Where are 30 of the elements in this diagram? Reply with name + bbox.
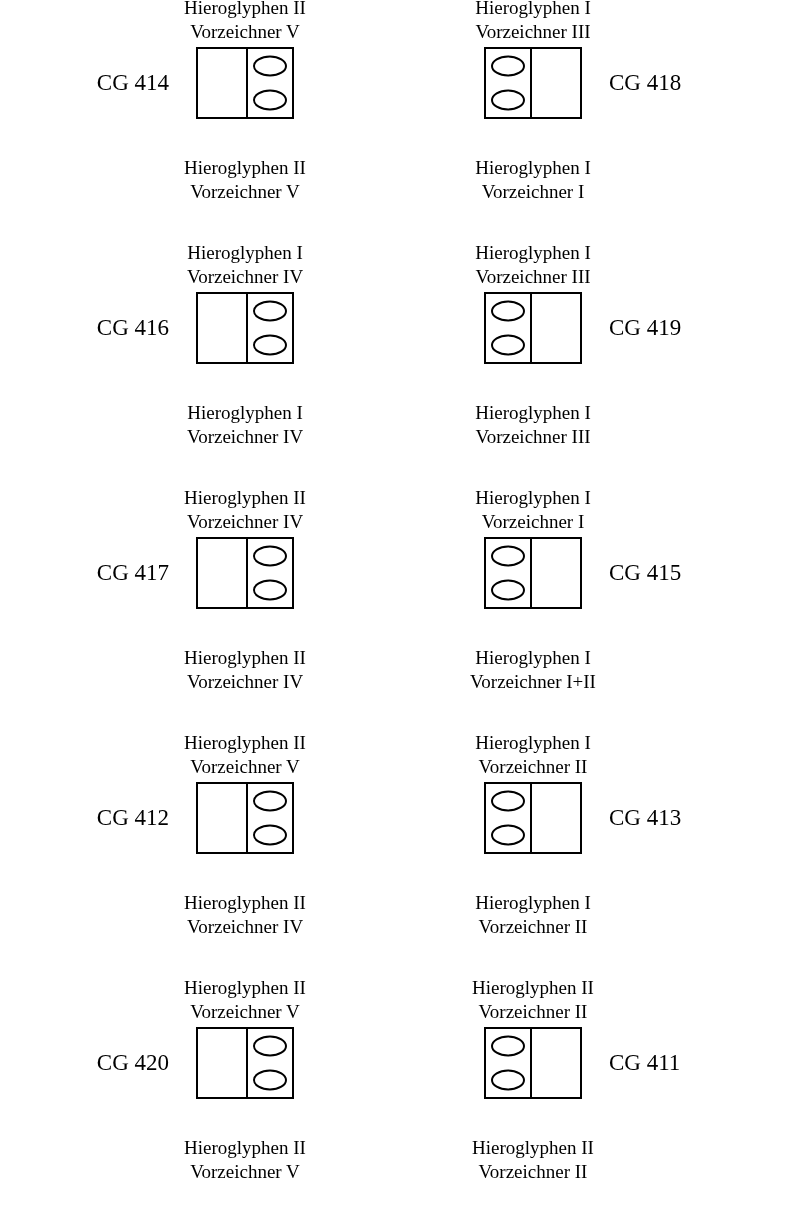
catalogue-number: CG 412 — [96, 804, 169, 832]
catalogue-number: CG 414 — [96, 69, 169, 97]
upper-caption: Hieroglyphen II Vorzeichner V — [183, 0, 307, 44]
lower-caption: Hieroglyphen II Vorzeichner V — [183, 1136, 307, 1184]
lower-caption: Hieroglyphen II Vorzeichner IV — [183, 646, 307, 694]
catalogue-number: CG 415 — [609, 559, 682, 587]
lower-caption: Hieroglyphen I Vorzeichner I — [474, 156, 592, 204]
catalogue-number: CG 413 — [609, 804, 682, 832]
lower-caption: Hieroglyphen I Vorzeichner IV — [185, 401, 305, 449]
upper-caption: Hieroglyphen I Vorzeichner II — [474, 731, 592, 779]
upper-caption: Hieroglyphen II Vorzeichner IV — [183, 486, 307, 534]
upper-caption: Hieroglyphen I Vorzeichner I — [474, 486, 592, 534]
catalogue-number: CG 419 — [609, 314, 682, 342]
upper-caption: Hieroglyphen II Vorzeichner II — [471, 976, 595, 1024]
catalogue-number: CG 417 — [96, 559, 169, 587]
lower-caption: Hieroglyphen I Vorzeichner I+II — [469, 646, 597, 694]
catalogue-number: CG 420 — [96, 1049, 169, 1077]
upper-caption: Hieroglyphen I Vorzeichner IV — [185, 241, 305, 289]
upper-caption: Hieroglyphen I Vorzeichner III — [474, 0, 592, 44]
lower-caption: Hieroglyphen I Vorzeichner II — [474, 891, 592, 939]
upper-caption: Hieroglyphen II Vorzeichner V — [183, 731, 307, 779]
upper-caption: Hieroglyphen II Vorzeichner V — [183, 976, 307, 1024]
lower-caption: Hieroglyphen II Vorzeichner II — [471, 1136, 595, 1184]
lower-caption: Hieroglyphen II Vorzeichner V — [183, 156, 307, 204]
upper-caption: Hieroglyphen I Vorzeichner III — [474, 241, 592, 289]
catalogue-number: CG 411 — [609, 1049, 681, 1077]
catalogue-number: CG 416 — [96, 314, 169, 342]
lower-caption: Hieroglyphen II Vorzeichner IV — [183, 891, 307, 939]
catalogue-number: CG 418 — [609, 69, 682, 97]
lower-caption: Hieroglyphen I Vorzeichner III — [474, 401, 592, 449]
